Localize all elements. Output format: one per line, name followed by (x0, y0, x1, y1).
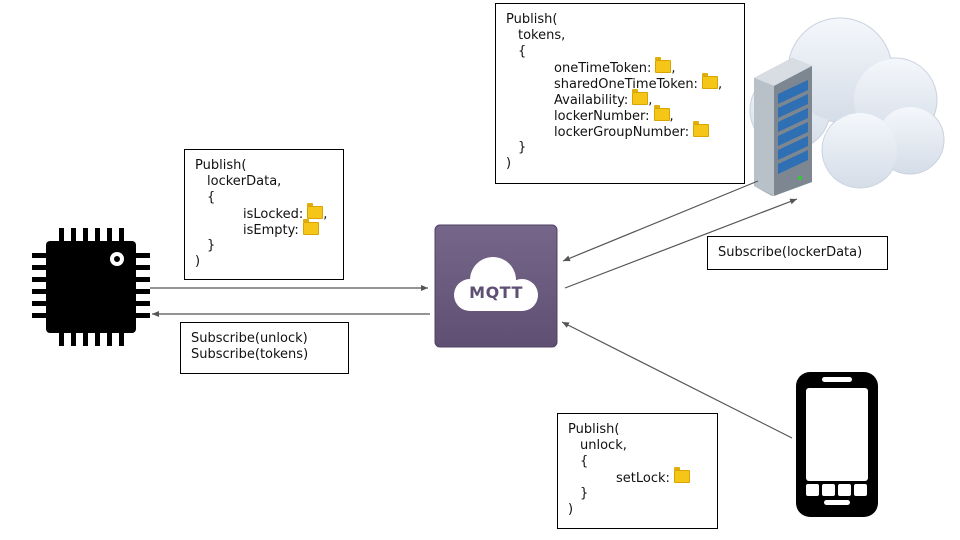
code-line: Subscribe(unlock) (191, 331, 308, 346)
field-line: lockerNumber:, (554, 105, 674, 124)
folder-icon (632, 89, 649, 105)
code-line: Subscribe(tokens) (191, 347, 309, 362)
publish-lockerdata-box: Publish( lockerData, { isLocked:, isEmpt… (184, 149, 344, 280)
field-line: isLocked:, (243, 203, 328, 222)
folder-icon (693, 121, 710, 137)
field-line: sharedOneTimeToken:, (554, 73, 723, 92)
microchip-icon (32, 228, 150, 346)
code-line: { (518, 44, 527, 59)
arrow-phone-to-broker (561, 321, 793, 439)
folder-icon (307, 203, 324, 219)
code-line: ) (506, 156, 512, 171)
code-line: } (518, 140, 527, 155)
smartphone-icon (796, 372, 878, 517)
field-line: setLock: (568, 467, 707, 486)
connections (150, 180, 798, 439)
field-name: sharedOneTimeToken: (554, 77, 698, 92)
folder-icon (655, 57, 672, 73)
folder-icon (673, 467, 690, 483)
arrow-server-to-broker (562, 180, 759, 262)
mqtt-label: MQTT (469, 283, 523, 302)
code-line: ) (568, 502, 574, 517)
folder-icon (653, 105, 670, 121)
folder-icon (701, 73, 718, 89)
code-line: { (207, 190, 216, 205)
field-name: oneTimeToken: (554, 61, 652, 76)
publish-unlock-box: Publish( unlock, { setLock: } ) (557, 413, 718, 529)
field-name: setLock: (616, 471, 670, 486)
cloud-server-icon (749, 17, 945, 196)
code-line: ) (195, 254, 201, 269)
code-line: } (580, 486, 589, 501)
field-line: oneTimeToken:, (554, 57, 676, 76)
field-name: isLocked: (243, 207, 304, 222)
field-name: lockerGroupNumber: (554, 125, 690, 140)
code-line: unlock, (580, 438, 627, 453)
subscribe-device-box: Subscribe(unlock) Subscribe(tokens) (180, 322, 349, 374)
mqtt-broker-icon (434, 224, 558, 348)
field-name: isEmpty: (243, 223, 299, 238)
code-line: lockerData, (207, 174, 282, 189)
field-line: lockerGroupNumber: (506, 121, 734, 140)
subscribe-server-box: Subscribe(lockerData) (707, 236, 888, 270)
field-line: isEmpty: (195, 219, 333, 238)
code-line: } (207, 238, 216, 253)
field-line: Availability:, (554, 89, 653, 108)
code-line: tokens, (518, 28, 566, 43)
field-name: Availability: (554, 93, 629, 108)
publish-tokens-box: Publish( tokens, { oneTimeToken:, shared… (495, 3, 745, 184)
field-name: lockerNumber: (554, 109, 650, 124)
arrow-broker-to-server (564, 198, 798, 289)
code-line: Publish( (506, 12, 558, 27)
code-line: Subscribe(lockerData) (718, 245, 863, 260)
code-line: Publish( (568, 422, 620, 437)
code-line: { (580, 454, 589, 469)
code-line: Publish( (195, 158, 247, 173)
folder-icon (302, 219, 319, 235)
